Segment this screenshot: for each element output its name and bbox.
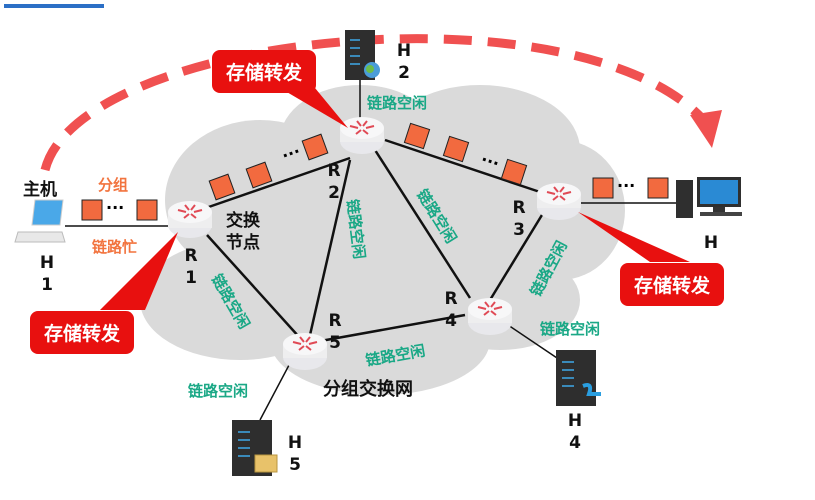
store-forward-callout-left: 存储转发 xyxy=(30,311,135,354)
switch-node-label: 交换节点 xyxy=(226,211,260,253)
callout-tail-top xyxy=(280,88,348,128)
packet xyxy=(403,122,431,150)
packets xyxy=(81,122,669,221)
packet xyxy=(208,173,236,201)
ellipsis-h3: ··· xyxy=(617,176,636,195)
router-icon-r2 xyxy=(340,117,384,154)
packet xyxy=(245,161,273,189)
callout-tail-left xyxy=(100,232,178,310)
ellipsis-h1: ··· xyxy=(106,198,125,217)
network-label: 分组交换网 xyxy=(323,379,413,400)
laptop-icon-h1 xyxy=(14,199,66,243)
title-accent-bar xyxy=(4,4,104,8)
link-idle-label-r5-h5: 链路空闲 xyxy=(188,382,249,400)
packet xyxy=(301,133,329,161)
link-idle-label-r4-h4: 链路空闲 xyxy=(540,320,601,338)
packet-label: 分组 xyxy=(98,176,129,194)
store-forward-callout-right: 存储转发 xyxy=(620,263,725,306)
callout-tail-right xyxy=(578,212,690,262)
server-icon-h5 xyxy=(232,420,278,476)
router-icon-r1 xyxy=(168,201,212,238)
router-icon-r3 xyxy=(537,183,581,220)
router-icon-r4 xyxy=(468,298,512,335)
server-icon-h4 xyxy=(556,350,601,406)
server-icon-h2 xyxy=(345,30,380,80)
packet xyxy=(81,199,103,221)
host-label-h1-title: 主机 xyxy=(23,180,57,200)
arc-arrowhead xyxy=(690,110,722,148)
end-to-end-arc xyxy=(40,34,716,172)
store-forward-callout-top: 存储转发 xyxy=(212,50,317,93)
packet xyxy=(592,177,614,199)
packet xyxy=(136,199,158,221)
links xyxy=(65,80,690,421)
packet xyxy=(647,177,669,199)
router-icon-r5 xyxy=(283,333,327,370)
link-idle-label-r2-h2: 链路空闲 xyxy=(367,94,428,112)
packet xyxy=(500,158,528,186)
host-label-h3: H xyxy=(703,233,719,253)
desktop-icon-h3 xyxy=(676,177,742,218)
link-busy-label: 链路忙 xyxy=(92,238,138,256)
routers xyxy=(168,117,581,370)
packet xyxy=(442,135,470,163)
